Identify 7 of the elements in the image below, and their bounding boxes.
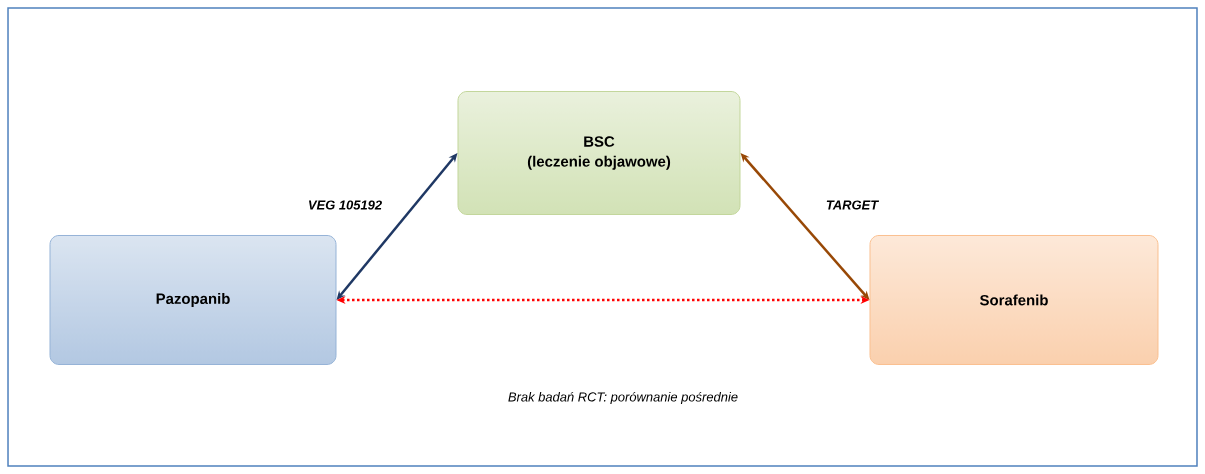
- arrow: [336, 153, 458, 300]
- box: BSC (leczenie objawowe): [457, 91, 741, 215]
- box: Pazopanib: [49, 235, 337, 365]
- box: Sorafenib: [869, 235, 1159, 365]
- edge-label: VEG 105192: [306, 199, 384, 211]
- note: Brak badań RCT: porównanie pośrednie: [508, 391, 738, 405]
- edge-label: TARGET: [824, 199, 880, 211]
